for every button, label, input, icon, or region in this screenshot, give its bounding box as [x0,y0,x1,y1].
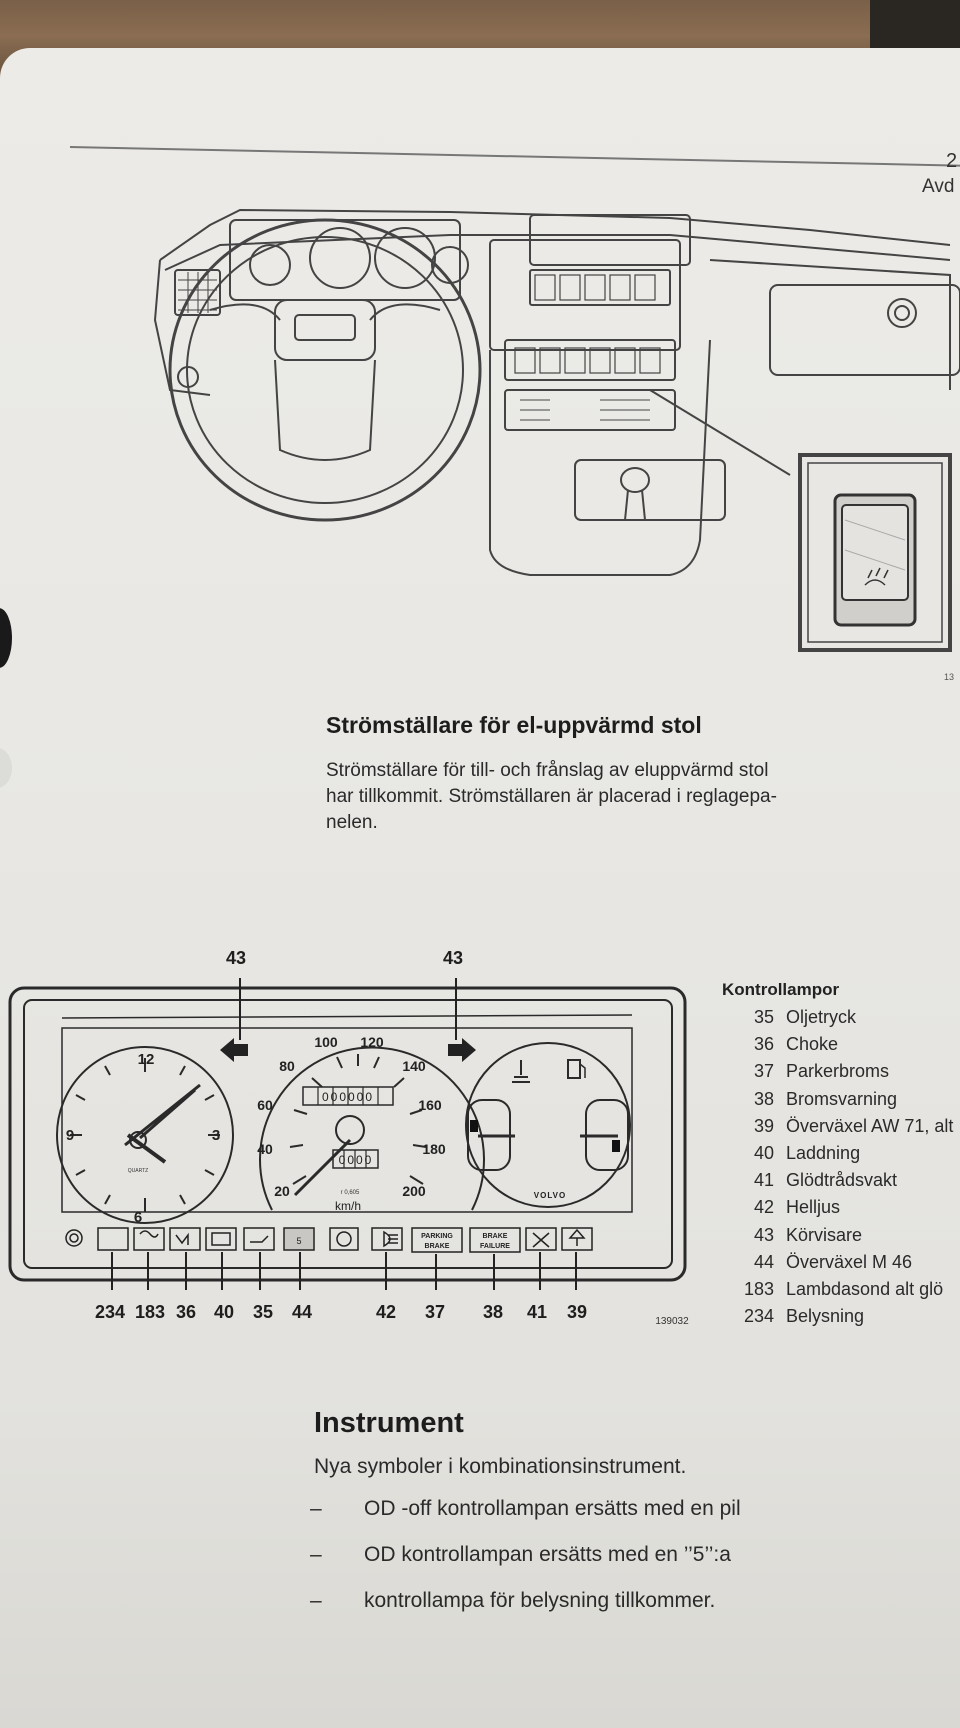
paragraph-line: nelen. [326,812,378,833]
parking-brake-lamp-label: PARKING [421,1233,453,1240]
legend-title: Kontrollampor [722,980,840,999]
warning-lamp-legend: Kontrollampor 35 Oljetryck 36 Choke 37 Park… [722,980,953,1330]
list-item: –kontrollampa för belysning tillkommer. [310,1589,716,1612]
section-intro: Nya symboler i kombinationsinstrument. [314,1455,687,1478]
legend-label: Överväxel M 46 [786,1251,913,1272]
legend-label: Laddning [786,1143,861,1164]
section-paragraph: Strömställare för till- och frånslag av … [326,758,886,836]
section-title: Strömställare för el-uppvärmd stol [326,712,702,738]
legend-item: 234 Belysning [722,1303,953,1330]
legend-label: Körvisare [786,1224,863,1245]
brake-failure-lamp-label: BRAKE [483,1233,508,1240]
legend-item: 41 Glödtrådsvakt [722,1167,953,1194]
callout-label: 39 [567,1302,587,1322]
legend-number: 35 [753,1007,774,1028]
callout-label: 183 [135,1302,165,1322]
callout-label: 35 [253,1302,273,1322]
legend-item: 42 Helljus [722,1194,953,1221]
callout-label: 43 [226,948,246,968]
speed-number: 120 [360,1034,384,1050]
fifth-gear-lamp: 5 [296,1236,301,1246]
brand-logo: VOLVO [534,1191,566,1200]
speed-number: 160 [418,1097,442,1113]
speed-number: 100 [314,1034,338,1050]
callout-label: 36 [176,1302,196,1322]
callout-label: 37 [425,1302,445,1322]
legend-item: 35 Oljetryck [722,1004,953,1031]
legend-number: 234 [743,1306,774,1327]
legend-label: Parkerbroms [786,1061,890,1082]
parking-brake-lamp-label: BRAKE [425,1243,450,1250]
legend-label: Belysning [786,1306,865,1327]
legend-label: Glödtrådsvakt [786,1170,898,1191]
clock-number: 6 [134,1209,142,1226]
legend-label: Lambdasond alt glö [786,1278,944,1299]
speed-number: 180 [422,1141,446,1157]
callout-label: 40 [214,1302,234,1322]
legend-number: 36 [753,1034,774,1055]
trip-meter: 0000 [339,1153,374,1167]
section-title: Instrument [314,1407,464,1439]
dashboard-illustration: 13 [153,208,960,680]
clock-number: 12 [138,1051,155,1068]
legend-label: Bromsvarning [786,1088,898,1109]
list-item: –OD -off kontrollampan ersätts med en pi… [310,1497,741,1520]
speed-ratio: r 0,605 [341,1190,360,1196]
speed-unit: km/h [335,1199,361,1213]
legend-item: 43 Körvisare [722,1222,953,1249]
bullet-list: –OD -off kontrollampan ersätts med en pi… [310,1497,741,1635]
clock-number: 3 [212,1127,220,1144]
legend-number: 38 [753,1088,774,1109]
callout-label: 43 [443,948,463,968]
figure-code: 13 [944,672,954,680]
legend-number: 40 [753,1143,774,1164]
legend-number: 44 [753,1251,774,1272]
legend-number: 42 [753,1197,774,1218]
legend-item: 44 Överväxel M 46 [722,1249,953,1276]
binder-hole [0,608,12,668]
legend-label: Överväxel AW 71, alt [786,1115,954,1136]
legend-item: 40 Laddning [722,1140,953,1167]
clock-number: 9 [66,1127,74,1144]
legend-item: 39 Överväxel AW 71, alt [722,1113,953,1140]
callout-label: 44 [292,1302,312,1322]
legend-number: 41 [753,1170,774,1191]
list-item: –OD kontrollampan ersätts med en ’’5’’:a [310,1543,731,1566]
callout-label: 41 [527,1302,547,1322]
brake-failure-lamp-label: FAILURE [480,1243,510,1250]
manual-page [0,48,960,1728]
speed-number: 140 [402,1058,426,1074]
legend-item: 37 Parkerbroms [722,1058,953,1085]
speed-number: 60 [257,1097,273,1113]
callout-label: 234 [95,1302,125,1322]
legend-item: 36 Choke [722,1031,953,1058]
legend-label: Helljus [786,1197,841,1218]
page-number: 2 [946,150,958,172]
instrument-cluster-diagram: 43 43 234 183 36 40 35 44 42 37 38 41 39… [8,948,689,1327]
section-label: Avd [922,176,955,197]
legend-item: 38 Bromsvarning [722,1086,953,1113]
legend-item: 183 Lambdasond alt glö [722,1276,953,1303]
speed-number: 40 [257,1141,273,1157]
paragraph-line: har tillkommit. Strömställaren är placer… [326,786,777,807]
callout-label: 38 [483,1302,503,1322]
odometer: 000000 [322,1090,374,1104]
legend-number: 183 [743,1278,774,1299]
speed-number: 20 [274,1183,290,1199]
legend-label: Choke [786,1034,839,1055]
figure-code: 139032 [655,1316,689,1327]
speed-number: 80 [279,1058,295,1074]
legend-number: 43 [753,1224,774,1245]
clock-brand: QUARTZ [128,1168,148,1174]
binder-hole [0,748,12,788]
callout-label: 42 [376,1302,396,1322]
legend-number: 37 [753,1061,774,1082]
legend-number: 39 [753,1115,774,1136]
legend-label: Oljetryck [786,1007,857,1028]
paragraph-line: Strömställare för till- och frånslag av … [326,760,769,781]
speed-number: 200 [402,1183,426,1199]
